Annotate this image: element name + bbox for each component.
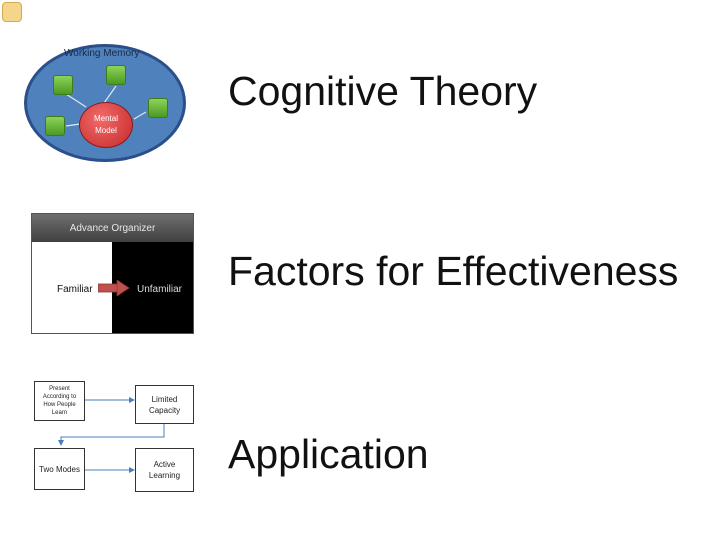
flow-box-active-learning-label: Active Learning <box>148 460 181 480</box>
working-memory-label: Working Memory <box>64 48 140 59</box>
familiar-to-unfamiliar-arrow <box>98 280 130 296</box>
mental-model-label-line1: Mental <box>93 114 118 123</box>
unfamiliar-label: Unfamiliar <box>137 284 183 295</box>
familiar-label: Familiar <box>57 284 93 295</box>
flow-box-limited-capacity-label: Limited Capacity <box>148 394 181 415</box>
memory-node-left-lower <box>45 116 65 136</box>
mental-model-node: Mental Model <box>79 102 133 148</box>
heading-cognitive-theory: Cognitive Theory <box>228 68 538 114</box>
flow-arrows <box>58 397 165 473</box>
heading-application: Application <box>228 431 429 477</box>
flow-box-present: Present According to How People Learn <box>34 381 85 421</box>
flow-box-limited-capacity: Limited Capacity <box>135 385 194 424</box>
flow-box-two-modes: Two Modes <box>34 448 85 490</box>
mental-model-label-line2: Model <box>95 126 117 135</box>
flow-box-present-label: Present According to How People Learn <box>42 386 77 416</box>
advance-organizer-header: Advance Organizer <box>32 214 193 242</box>
flow-box-active-learning: Active Learning <box>135 448 194 492</box>
flow-box-two-modes-label: Two Modes <box>39 464 80 474</box>
heading-factors-for-effectiveness: Factors for Effectiveness <box>228 248 679 294</box>
memory-node-right <box>148 98 168 118</box>
memory-node-left-upper <box>53 75 73 95</box>
memory-node-top <box>106 65 126 85</box>
home-icon[interactable] <box>2 2 22 22</box>
